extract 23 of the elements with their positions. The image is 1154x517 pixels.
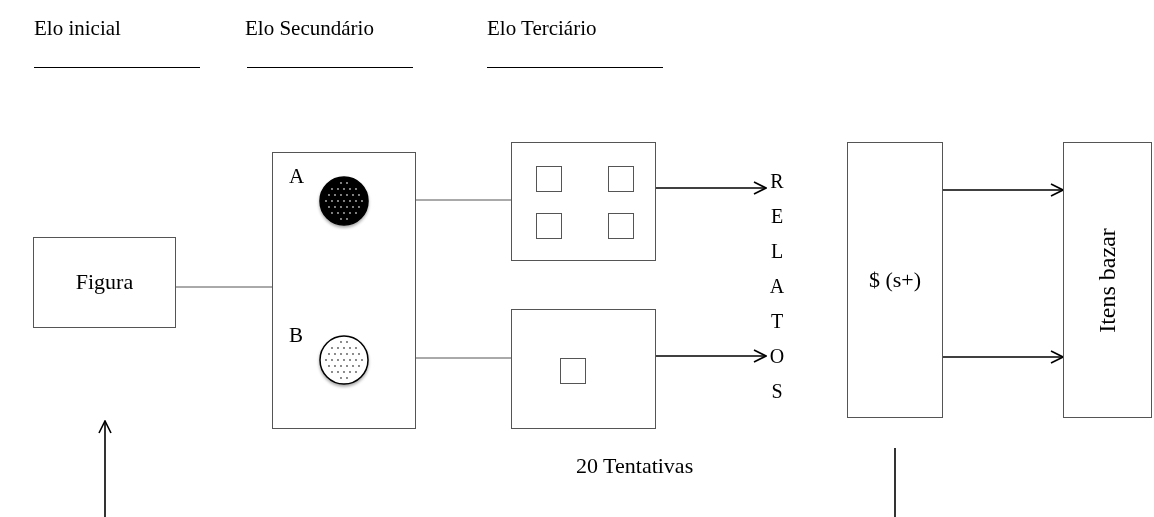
arrow: [655, 349, 767, 363]
connector-line: [415, 357, 512, 359]
connector-line: [175, 286, 273, 288]
process-box: [33, 237, 176, 328]
vertical-label: RELATOS: [768, 168, 786, 404]
connector-line: [415, 199, 512, 201]
box-label: Itens bazar: [1094, 227, 1121, 333]
process-box: [1063, 142, 1152, 418]
box-label: $ (s+): [868, 266, 922, 294]
column-heading: Elo Secundário: [245, 16, 374, 41]
empty-box: [511, 309, 656, 429]
box-label: Figura: [75, 269, 134, 296]
empty-box: [511, 142, 656, 261]
column-heading: Elo inicial: [34, 16, 121, 41]
column-heading: Elo Terciário: [487, 16, 597, 41]
process-box: [847, 142, 943, 418]
arrow: [942, 350, 1064, 364]
option-letter: B: [289, 323, 303, 348]
arrow: [655, 181, 767, 195]
arrow: [942, 183, 1064, 197]
trial-count-label: 20 Tentativas: [576, 453, 694, 479]
option-letter: A: [289, 164, 305, 189]
empty-box: [272, 152, 416, 429]
